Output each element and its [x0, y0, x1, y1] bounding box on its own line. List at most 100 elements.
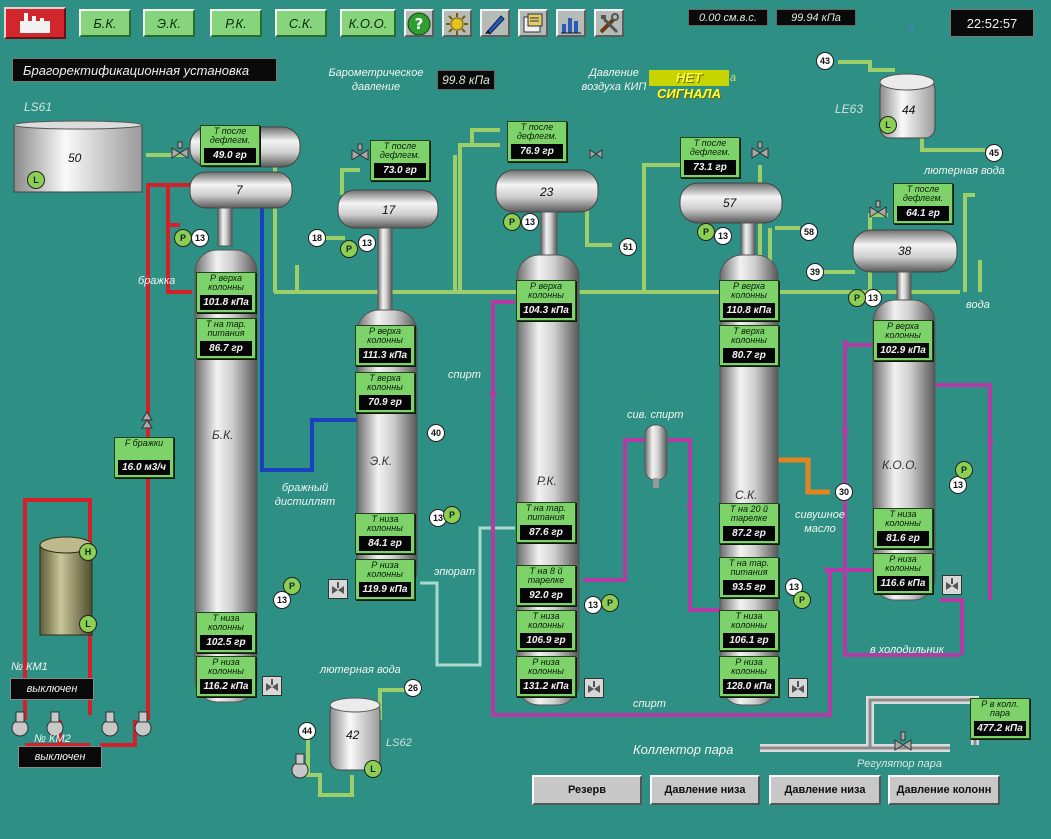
settings-button[interactable]	[442, 9, 472, 37]
km2-label: № КМ2	[34, 733, 71, 745]
regulator-icon-koo[interactable]	[942, 575, 962, 595]
svg-text:?: ?	[415, 15, 424, 33]
logo-button[interactable]	[4, 7, 66, 39]
report-button[interactable]	[518, 9, 548, 37]
help-button[interactable]: ?	[404, 9, 434, 37]
stream-number-40: 40	[427, 424, 445, 442]
tab-sk[interactable]: С.К.	[275, 9, 327, 37]
column-pressure-button[interactable]: Давление колонн	[888, 775, 1000, 805]
ls62-label: LS62	[386, 737, 412, 749]
tag-label: Р в колл. пара	[981, 699, 1019, 718]
regulator-icon-sk[interactable]	[788, 678, 808, 698]
fusel-oil-label-line1: сивушное	[795, 509, 845, 521]
pressure-indicator: P	[793, 591, 811, 609]
column-ek-label: Э.К.	[370, 454, 393, 468]
tag-label: Т после дефлегм.	[689, 138, 731, 157]
tag-value: 106.9 гр	[520, 633, 572, 648]
trend-button[interactable]	[556, 9, 586, 37]
tag-label: Р верха колонны	[885, 321, 921, 340]
pressure-readout: 99.94 кПа	[776, 9, 856, 26]
help-icon: ?	[407, 12, 431, 35]
tag-bk-p-bot[interactable]: Р низа колонны 116.2 кПа	[196, 656, 256, 697]
epurate-label: эпюрат	[434, 566, 476, 578]
tag-value: 81.6 гр	[877, 531, 929, 546]
tag-sk-t-after[interactable]: Т после дефлегм. 73.1 гр	[680, 137, 740, 178]
lutter-water-label-2: лютерная вода	[320, 664, 401, 676]
flow-arrows	[489, 392, 994, 574]
tools-button[interactable]	[594, 9, 624, 37]
tab-rk[interactable]: Р.К.	[210, 9, 262, 37]
pumps	[11, 711, 309, 779]
vacuum-readout: 0.00 см.в.с.	[688, 9, 768, 26]
tag-bk-t-after[interactable]: Т после дефлегм.49.0 гр	[200, 125, 260, 166]
tag-ek-t-after[interactable]: Т после дефлегм.73.0 гр	[370, 140, 430, 181]
tag-label: Т низа колонны	[367, 514, 403, 533]
tag-value: 111.3 кПа	[359, 348, 411, 363]
regulator-icon-bk[interactable]	[262, 676, 282, 696]
stream-number-13: 13	[358, 234, 376, 252]
tag-value: 49.0 гр	[204, 148, 256, 163]
stream-number-13: 13	[521, 213, 539, 231]
km1-status[interactable]: выключен	[10, 678, 94, 700]
regulator-icon-ek[interactable]	[328, 579, 348, 599]
tag-value: 64.1 гр	[897, 206, 949, 221]
tab-bk[interactable]: Б.К.	[79, 9, 131, 37]
high-level-indicator: H	[79, 543, 97, 561]
tag-rk-t-after[interactable]: Т после дефлегм.76.9 гр	[507, 121, 567, 162]
pressure-indicator: P	[174, 229, 192, 247]
regulator-icon-rk[interactable]	[584, 678, 604, 698]
stream-number-13: 13	[191, 229, 209, 247]
tag-value: 80.7 гр	[723, 348, 775, 363]
fusel-separator	[644, 424, 668, 488]
valve-icon	[792, 681, 804, 693]
bottom-pressure-button-2[interactable]: Давление низа	[769, 775, 881, 805]
pressure-indicator: P	[848, 289, 866, 307]
tag-koo-t-after[interactable]: Т после дефлегм.64.1 гр	[893, 183, 953, 224]
tag-label: Р низа колонны	[208, 657, 244, 676]
tab-ek[interactable]: Э.К.	[143, 9, 195, 37]
tag-label: Р низа колонны	[731, 657, 767, 676]
tag-value: 131.2 кПа	[520, 679, 572, 694]
edit-button[interactable]	[480, 9, 510, 37]
reserve-button[interactable]: Резерв	[532, 775, 642, 805]
tag-label: Т верха колонны	[367, 373, 403, 392]
tag-value: 116.2 кПа	[200, 679, 252, 694]
stream-number-39: 39	[806, 263, 824, 281]
cond-17-number: 17	[382, 203, 396, 217]
tab-koo[interactable]: К.О.О.	[340, 9, 396, 37]
bottom-pressure-button-1[interactable]: Давление низа	[650, 775, 760, 805]
stream-number-43: 43	[816, 52, 834, 70]
low-level-indicator: L	[27, 171, 45, 189]
to-cooler-label: в холодильник	[870, 644, 944, 656]
tag-value: 73.1 гр	[684, 160, 736, 175]
km2-status[interactable]: выключен	[18, 746, 102, 768]
valves	[141, 141, 912, 751]
mash-label: бражка	[138, 275, 176, 287]
bar-chart-icon	[561, 18, 581, 34]
